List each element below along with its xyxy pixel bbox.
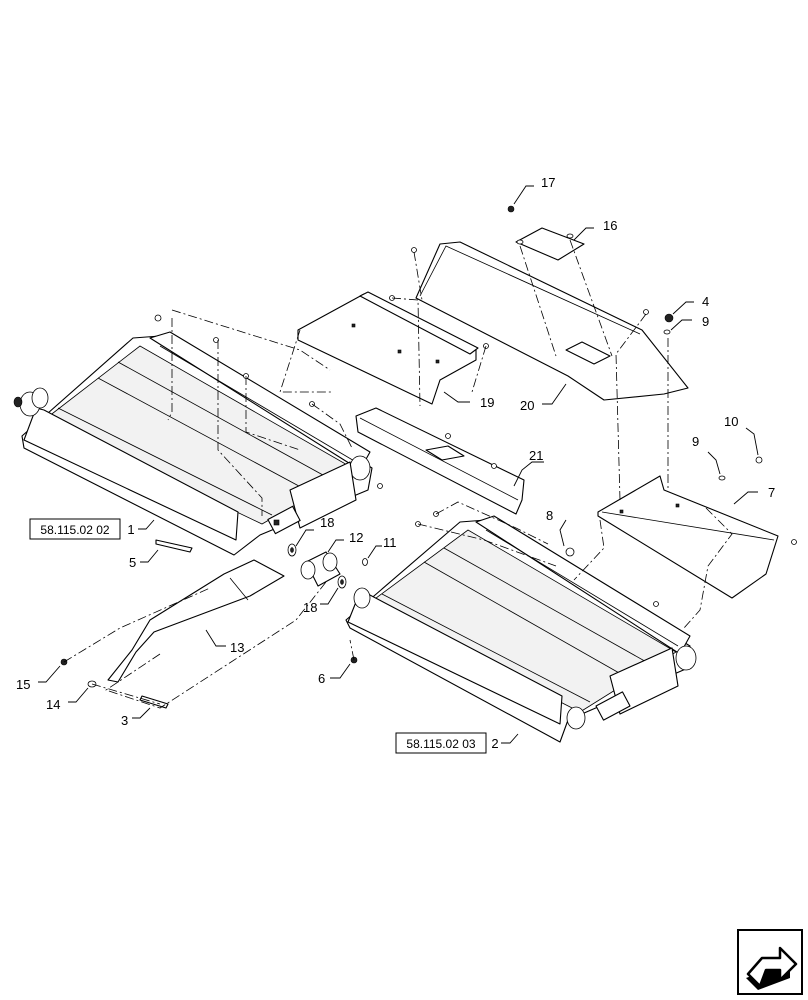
washer-9-upper: 9 bbox=[663, 314, 709, 335]
callout-6: 6 bbox=[318, 671, 325, 686]
callout-11: 11 bbox=[383, 535, 397, 550]
callout-14: 14 bbox=[46, 697, 60, 712]
callout-5: 5 bbox=[129, 555, 136, 570]
bolt-5: 5 bbox=[129, 539, 193, 570]
shield-7: 7 bbox=[597, 475, 779, 599]
bolt-17: 17 bbox=[507, 175, 555, 213]
callout-16: 16 bbox=[603, 218, 617, 233]
left-conveyor-assembly: 58.115.02 02 1 bbox=[13, 331, 373, 556]
ref-box-right-conveyor[interactable] bbox=[395, 732, 487, 754]
callout-9a: 9 bbox=[702, 314, 709, 329]
shield-20: 20 bbox=[415, 241, 689, 413]
callout-1: 1 bbox=[127, 522, 134, 537]
callout-17: 17 bbox=[541, 175, 555, 190]
callout-19: 19 bbox=[480, 395, 494, 410]
callout-10: 10 bbox=[724, 414, 738, 429]
washer-18-upper: 18 bbox=[287, 515, 334, 557]
washer-14: 14 bbox=[46, 680, 97, 712]
callout-12: 12 bbox=[349, 530, 363, 545]
next-page-arrow-icon[interactable] bbox=[737, 929, 803, 995]
washer-18-lower: 18 bbox=[303, 575, 347, 615]
callout-18a: 18 bbox=[320, 515, 334, 530]
assembly-centerlines bbox=[63, 251, 733, 709]
nut-15: 15 bbox=[16, 658, 68, 692]
cover-plate-16: 16 bbox=[515, 218, 617, 357]
ref-right-conveyor[interactable]: 58.115.02 03 bbox=[406, 737, 476, 751]
right-conveyor-assembly: 58.115.02 03 2 bbox=[345, 515, 697, 754]
callout-7: 7 bbox=[768, 485, 775, 500]
shield-19: 19 bbox=[297, 291, 494, 410]
callout-4: 4 bbox=[702, 294, 709, 309]
pin-11: 11 bbox=[362, 535, 397, 566]
callout-20: 20 bbox=[520, 398, 534, 413]
callout-18b: 18 bbox=[303, 600, 317, 615]
coupler-12: 12 bbox=[300, 530, 363, 587]
bolt-8: 8 bbox=[546, 508, 575, 557]
washer-9-lower: 9 bbox=[692, 434, 726, 481]
side-shield-21: 21 bbox=[355, 407, 544, 515]
callout-8: 8 bbox=[546, 508, 553, 523]
bolt-4: 4 bbox=[664, 294, 709, 323]
guard-13: 13 bbox=[107, 559, 285, 683]
callout-9b: 9 bbox=[692, 434, 699, 449]
ref-left-conveyor[interactable]: 58.115.02 02 bbox=[40, 523, 110, 537]
ref-box-left-conveyor[interactable] bbox=[29, 518, 121, 540]
nut-10: 10 bbox=[724, 414, 763, 464]
callout-21: 21 bbox=[529, 448, 543, 463]
callout-15: 15 bbox=[16, 677, 30, 692]
callout-2: 2 bbox=[491, 736, 498, 751]
shaft-3: 3 bbox=[121, 695, 169, 728]
callout-13: 13 bbox=[230, 640, 244, 655]
callout-3: 3 bbox=[121, 713, 128, 728]
bolt-6: 6 bbox=[318, 656, 358, 686]
